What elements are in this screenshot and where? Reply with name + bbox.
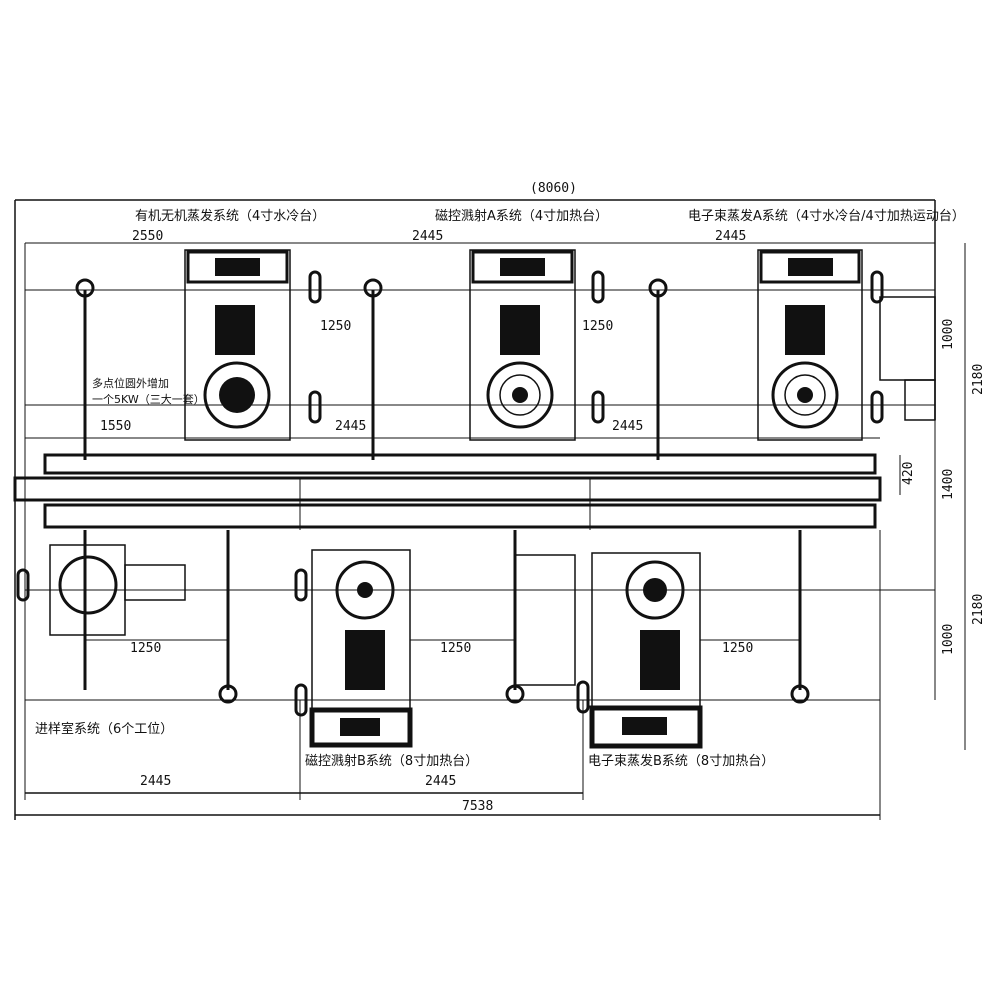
chamber-top-3 [757,249,863,441]
dim-2445-b: 2445 [612,419,643,434]
dim-420: 420 [901,462,916,485]
note-line-1: 多点位圆外增加 [92,376,169,390]
power-cabinet [879,296,936,381]
loadlock-chamber [49,544,186,636]
control-cabinet [514,554,576,686]
dim-2445-a: 2445 [335,419,366,434]
station-label-bottom-3: 电子束蒸发B系统（8寸加热台） [588,753,774,769]
slot-handles-bottom [16,568,590,717]
station-width-bottom-2: 2445 [425,774,456,789]
dim-bottom-1000: 1000 [941,624,956,655]
dim-1250-bottom-a: 1250 [130,641,161,656]
station-label-top-3: 电子束蒸发A系统（4寸水冷台/4寸加热运动台） [688,208,965,224]
transfer-rail [13,453,882,530]
chamber-bottom-2 [589,552,703,749]
chamber-top-1 [184,249,291,441]
dim-1250-bottom-c: 1250 [722,641,753,656]
station-width-top-2: 2445 [412,229,443,244]
dim-top-2180: 2180 [971,364,986,395]
station-label-bottom-1: 进样室系统（6个工位） [35,721,173,737]
right-dimension-lines [899,243,966,750]
chamber-top-2 [469,249,576,441]
chamber-bottom-1 [309,549,413,748]
dim-1400: 1400 [941,469,956,500]
station-width-bottom-1: 2445 [140,774,171,789]
top-rods [75,278,668,460]
dim-top-1000: 1000 [941,319,956,350]
dim-1250-top-b: 1250 [582,319,613,334]
dim-1550: 1550 [100,419,131,434]
overall-width-dim: (8060) [530,181,577,196]
dim-bottom-2180: 2180 [971,594,986,625]
dim-1250-top-a: 1250 [320,319,351,334]
power-cabinet-small [904,379,936,421]
dim-1250-bottom-b: 1250 [440,641,471,656]
note-line-2: 一个5KW（三大一套） [92,392,205,406]
station-width-top-3: 2445 [715,229,746,244]
station-label-bottom-2: 磁控溅射B系统（8寸加热台） [305,753,478,769]
station-width-top-1: 2550 [132,229,163,244]
overall-bottom-dim: 7538 [462,799,493,814]
station-label-top-2: 磁控溅射A系统（4寸加热台） [435,208,608,224]
slot-handles [308,270,884,424]
station-label-top-1: 有机无机蒸发系统（4寸水冷台） [135,208,325,224]
